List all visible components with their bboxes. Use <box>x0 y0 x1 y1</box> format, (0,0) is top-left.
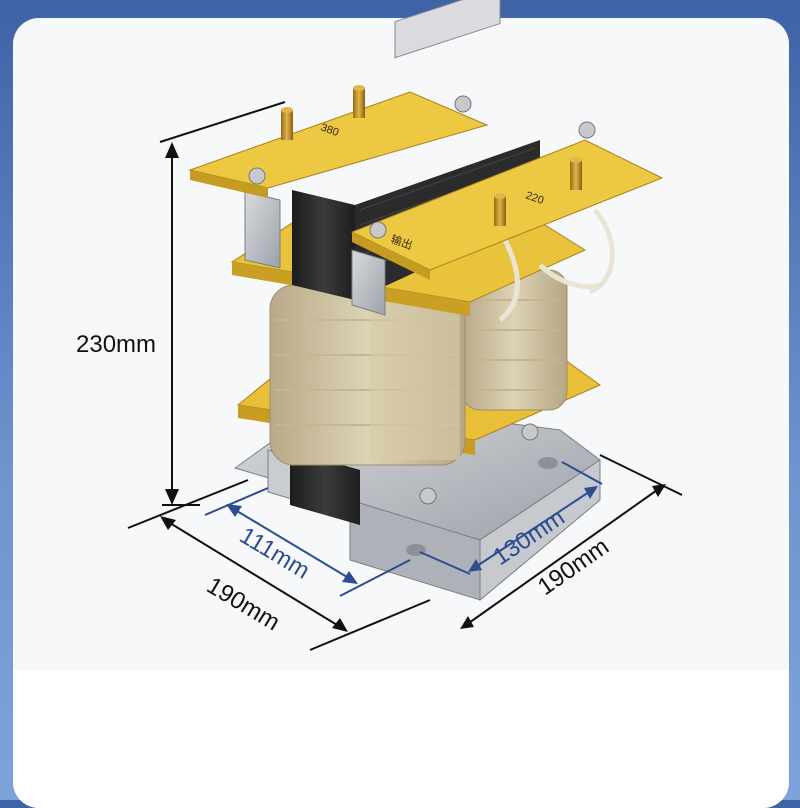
screw <box>578 121 596 139</box>
height-dimension: 230mm <box>76 101 286 506</box>
screw <box>248 167 266 185</box>
screw <box>454 95 472 113</box>
output-voltage-label: 220 <box>524 190 545 208</box>
wire-lead <box>498 238 520 322</box>
core-lower <box>290 450 360 525</box>
bolt <box>521 423 539 441</box>
output-terminal-board: 220 输出 <box>350 121 664 280</box>
screw <box>369 221 387 239</box>
terminal-post <box>281 107 293 140</box>
depth-label: 190mm <box>202 572 285 636</box>
front-coil <box>269 284 466 466</box>
terminal-post <box>570 157 582 190</box>
upper-bracket <box>244 191 281 269</box>
mount-hole <box>538 457 558 469</box>
input-voltage-label: 380 <box>319 122 340 140</box>
terminal-post <box>353 85 365 118</box>
input-terminal-board: 380 <box>188 85 489 198</box>
transformer: 380 220 输出 <box>188 0 664 602</box>
terminal-post <box>494 193 506 226</box>
wire-lead <box>588 208 615 295</box>
card-footer-area <box>13 670 789 808</box>
upper-bracket <box>351 249 386 316</box>
bolt <box>419 487 437 505</box>
height-label: 230mm <box>76 331 156 358</box>
wire-lead <box>538 263 602 290</box>
nameplate <box>394 0 501 59</box>
mount-depth-label: 111mm <box>235 522 314 585</box>
